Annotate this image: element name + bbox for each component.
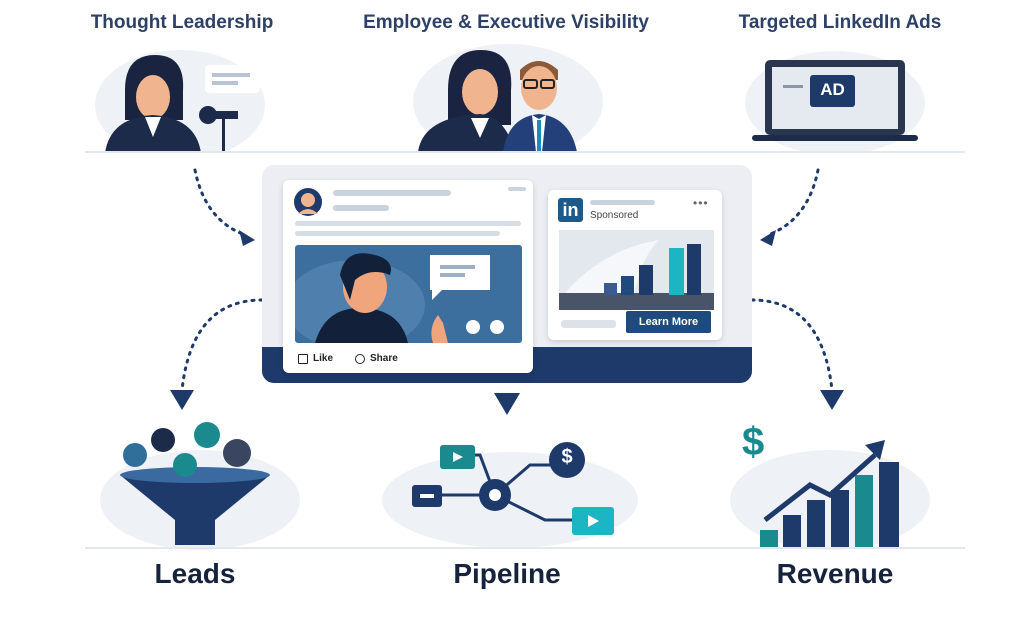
bottom-divider [85,547,965,549]
text-line [295,221,521,226]
title-employee-visibility: Employee & Executive Visibility [363,12,649,33]
label-pipeline: Pipeline [453,558,561,589]
like-label: Like [313,353,334,364]
arrow-head [760,230,776,246]
revenue-bar [855,475,873,547]
arrow-head [239,230,255,246]
chart-bar [669,248,684,295]
revenue-dollar-icon: $ [742,420,765,464]
revenue-bar [807,500,825,547]
revenue-bar [879,462,899,547]
label-leads: Leads [154,558,236,589]
leads-funnel-illustration [100,422,300,550]
title-targeted-ads: Targeted LinkedIn Ads [738,12,942,33]
arrow-head [494,393,520,415]
chart-bar [604,283,617,295]
arrow-head [170,390,194,410]
chart-bar [621,276,634,295]
text-line [333,190,451,196]
title-thought-leadership: Thought Leadership [90,12,274,33]
revenue-bar [760,530,778,547]
text-line [333,205,389,211]
dollar-icon: $ [561,446,573,468]
learn-more-button[interactable]: Learn More [626,311,711,333]
post-card[interactable]: Like Share [283,180,533,373]
share-label: Share [370,353,398,364]
avatar [294,188,322,216]
chart-bar [687,244,701,295]
top-divider [85,151,965,153]
more-options-icon[interactable]: ••• [693,196,709,210]
like-icon [298,353,308,364]
pipeline-illustration [382,442,638,548]
thought-leader-illustration [95,50,265,153]
ad-bar-chart [559,230,714,310]
sponsored-label: Sponsored [590,210,639,221]
video-thumbnail[interactable] [295,245,522,343]
share-icon [355,353,365,364]
text-line [561,320,616,328]
revenue-chart-illustration [730,440,930,550]
revenue-bar [783,515,801,547]
revenue-bar [831,490,849,547]
label-revenue: Revenue [776,558,894,589]
text-line [295,231,500,236]
text-line [508,187,526,191]
like-button[interactable]: Like [298,353,333,364]
executives-illustration [413,44,603,152]
laptop-ad-illustration [745,51,925,153]
ad-badge: AD [820,80,845,99]
chart-bar [639,265,653,295]
text-line [590,200,655,205]
arrow-head [820,390,844,410]
share-button[interactable]: Share [355,353,398,364]
linkedin-logo: in [558,198,583,222]
